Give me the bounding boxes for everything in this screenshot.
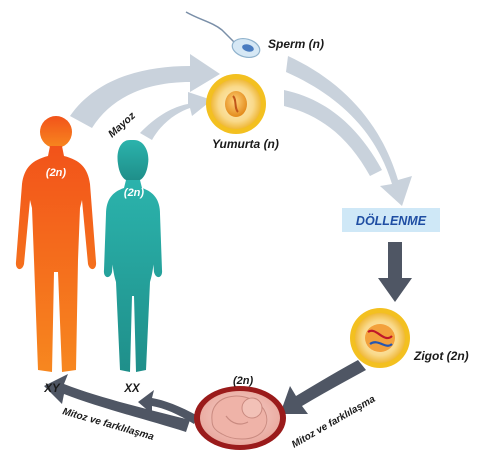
fertilization-to-zygote-arrow — [378, 242, 412, 302]
embryo-icon — [194, 386, 286, 450]
egg-to-fertilization-arrow — [284, 90, 382, 176]
female-ploidy-label: (2n) — [124, 187, 145, 199]
gamete-to-fertilization-arrow — [286, 56, 412, 206]
male-figure — [15, 116, 97, 372]
development-arrows — [44, 242, 412, 432]
female-chromosome-label: XX — [123, 383, 141, 395]
embryo-label: (2n) — [233, 375, 254, 387]
sperm-label: Sperm (n) — [268, 37, 324, 51]
meiosis-arrows — [70, 54, 412, 206]
embryo-to-male-arrow — [44, 374, 190, 432]
meiosis-label: Mayoz — [106, 109, 138, 140]
zygote-label: Zigot (2n) — [413, 349, 469, 363]
egg-label: Yumurta (n) — [212, 137, 279, 151]
fertilization-box — [342, 208, 440, 232]
meiosis-arrow-egg — [140, 92, 212, 140]
female-figure — [103, 140, 163, 372]
sperm-icon — [185, 11, 261, 59]
zygote-to-embryo-arrow — [280, 360, 366, 414]
meiosis-arrow-sperm — [70, 54, 220, 128]
fertilization-label: DÖLLENME — [356, 213, 427, 228]
zygote-icon — [350, 308, 410, 368]
male-chromosome-label: XY — [43, 383, 61, 395]
embryo-to-female-arrow — [138, 390, 198, 424]
male-ploidy-label: (2n) — [46, 167, 67, 179]
egg-cell-icon — [206, 74, 266, 134]
